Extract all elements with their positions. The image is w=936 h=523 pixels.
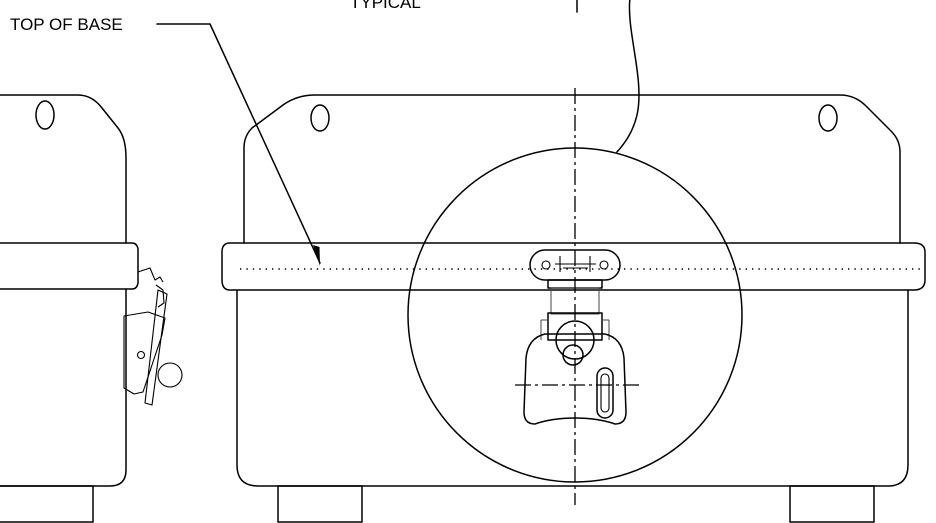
padlock-slot-inner bbox=[600, 373, 610, 413]
front-view-foot-right bbox=[789, 485, 875, 523]
padlock-slot-outer bbox=[596, 367, 614, 419]
top-of-base-label: TOP OF BASE bbox=[10, 15, 123, 34]
front-view-lid-rim bbox=[221, 242, 926, 291]
leader-arrowhead bbox=[313, 245, 320, 266]
side-view-enclosure bbox=[0, 94, 183, 523]
typical-leader-line bbox=[616, 0, 640, 153]
side-view-foot bbox=[0, 485, 94, 523]
side-view-latch bbox=[123, 267, 183, 406]
front-view-foot-left bbox=[277, 485, 363, 523]
side-view-mount-hole bbox=[35, 100, 55, 130]
padlock-keyhole bbox=[562, 344, 584, 366]
front-view-mount-hole-left bbox=[310, 104, 330, 132]
side-view-base-outline bbox=[0, 288, 127, 487]
front-view-mount-hole-right bbox=[818, 104, 838, 132]
hasp-screw-right bbox=[599, 260, 609, 270]
hasp-and-padlock bbox=[515, 249, 643, 425]
front-view-base-outline bbox=[236, 289, 909, 487]
side-view-lid-rim bbox=[0, 242, 139, 290]
front-view-cover-outline bbox=[243, 94, 901, 244]
hasp-screw-left bbox=[541, 260, 551, 270]
front-view-enclosure bbox=[221, 94, 926, 523]
typical-label: TYPICAL bbox=[350, 0, 421, 12]
side-view-cover-outline bbox=[0, 94, 127, 244]
top-of-base-leader-line bbox=[156, 23, 321, 264]
